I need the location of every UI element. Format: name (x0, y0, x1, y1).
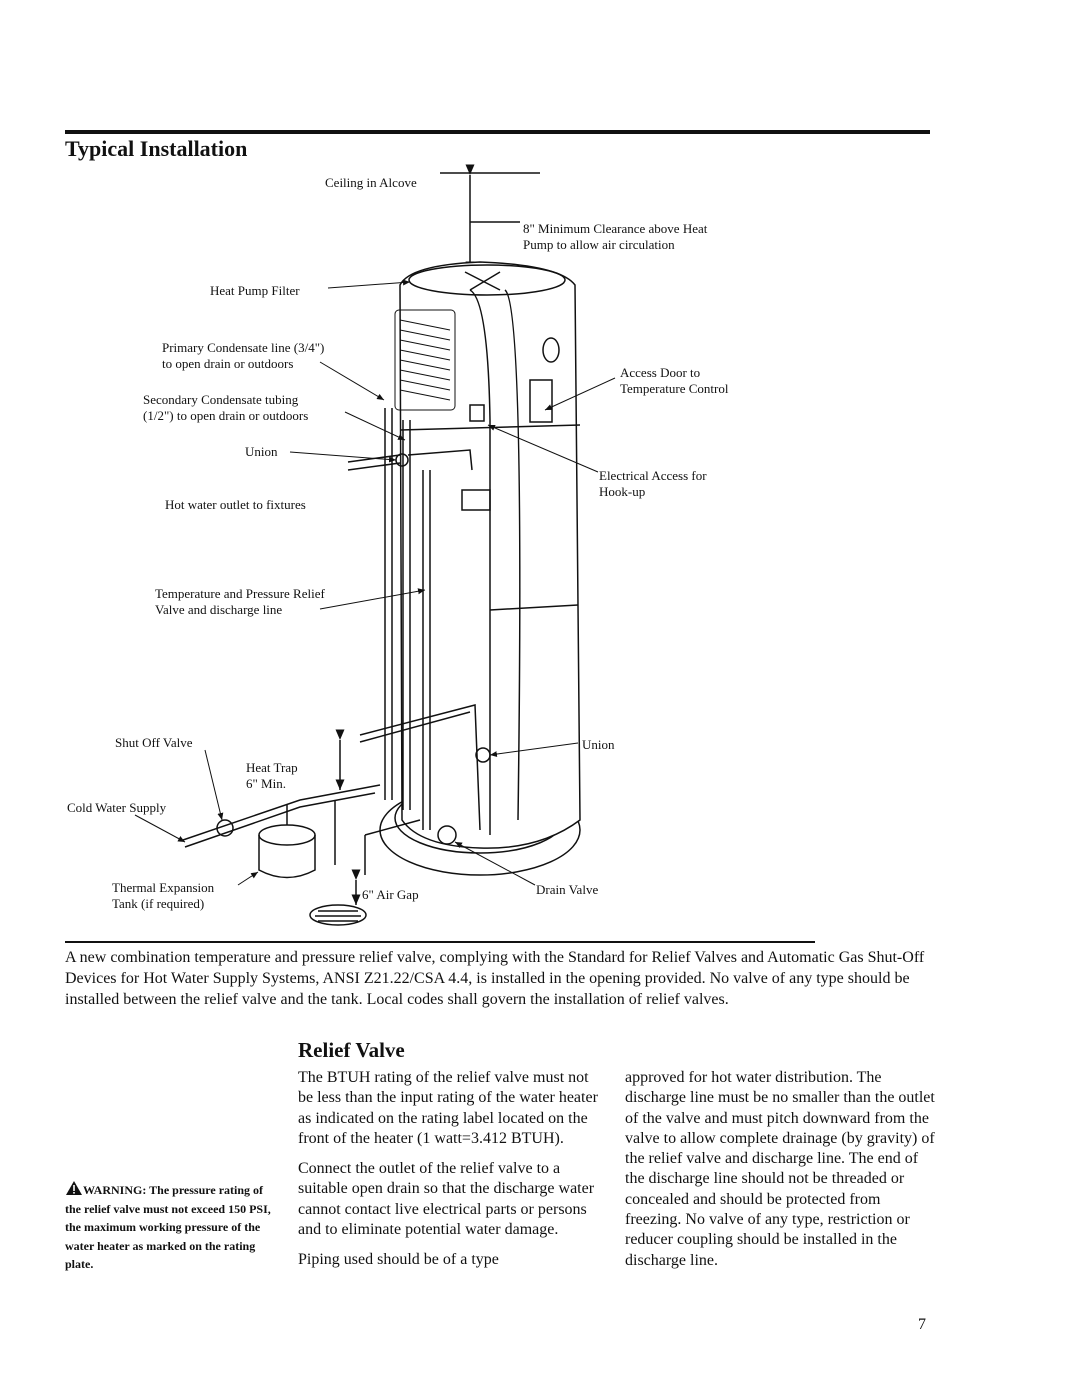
label-heat-trap-1: Heat Trap (246, 760, 298, 775)
divider-rule (65, 941, 815, 943)
column-1: The BTUH rating of the relief valve must… (298, 1068, 603, 1271)
heat-pump-grille (394, 309, 456, 411)
warning-triangle-icon (66, 1181, 82, 1195)
expansion-tank-top (258, 824, 316, 846)
label-drain-valve: Drain Valve (536, 882, 599, 897)
column-2: approved for hot water distribution. The… (625, 1068, 935, 1271)
label-hot-water: Hot water outlet to fixtures (165, 497, 306, 512)
label-access-2: Temperature Control (620, 381, 729, 396)
label-tp-1: Temperature and Pressure Relief (155, 586, 325, 601)
section-title: Typical Installation (65, 136, 248, 161)
col1-paragraph-2: Connect the outlet of the relief valve t… (298, 1160, 595, 1239)
top-rule (65, 130, 930, 134)
label-secondary-2: (1/2") to open drain or outdoors (143, 408, 309, 423)
electrical-box (469, 404, 485, 422)
label-clearance-1: 8" Minimum Clearance above Heat (523, 221, 708, 236)
label-primary-1: Primary Condensate line (3/4") (162, 340, 325, 355)
installation-diagram (134, 164, 616, 926)
label-ceiling: Ceiling in Alcove (325, 175, 417, 190)
label-electrical-1: Electrical Access for (599, 468, 707, 483)
intro-paragraph: A new combination temperature and pressu… (65, 949, 925, 1008)
col1-paragraph-1: The BTUH rating of the relief valve must… (298, 1069, 598, 1147)
label-filter: Heat Pump Filter (210, 283, 300, 298)
label-tp-2: Valve and discharge line (155, 602, 283, 617)
label-air-gap: 6" Air Gap (362, 887, 419, 902)
col2-paragraph-1: approved for hot water distribution. The… (625, 1069, 935, 1269)
shutoff-valve (216, 819, 234, 837)
label-cold-water: Cold Water Supply (67, 800, 167, 815)
label-access-1: Access Door to (620, 365, 701, 380)
warning-note: WARNING: The pressure rating of the reli… (65, 1180, 280, 1274)
label-expansion-2: Tank (if required) (112, 896, 205, 911)
label-primary-2: to open drain or outdoors (162, 356, 294, 371)
floor-drain (309, 904, 367, 926)
label-union-top: Union (245, 444, 278, 459)
label-secondary-1: Secondary Condensate tubing (143, 392, 299, 407)
access-door (529, 379, 553, 423)
warning-lead: WARNING: (83, 1183, 147, 1197)
label-union-bottom: Union (582, 737, 615, 752)
label-clearance-2: Pump to allow air circulation (523, 237, 675, 252)
label-electrical-2: Hook-up (599, 484, 646, 499)
side-port (542, 337, 560, 363)
warning-text: The pressure rating of the relief valve … (65, 1183, 271, 1271)
label-shutoff: Shut Off Valve (115, 735, 193, 750)
rating-label (461, 489, 491, 511)
label-heat-trap-2: 6" Min. (246, 776, 286, 791)
col1-paragraph-3: Piping used should be of a type (298, 1251, 499, 1269)
page-number: 7 (918, 1316, 926, 1333)
drain-valve (437, 825, 457, 845)
relief-valve-heading: Relief Valve (298, 1038, 405, 1062)
label-expansion-1: Thermal Expansion (112, 880, 215, 895)
